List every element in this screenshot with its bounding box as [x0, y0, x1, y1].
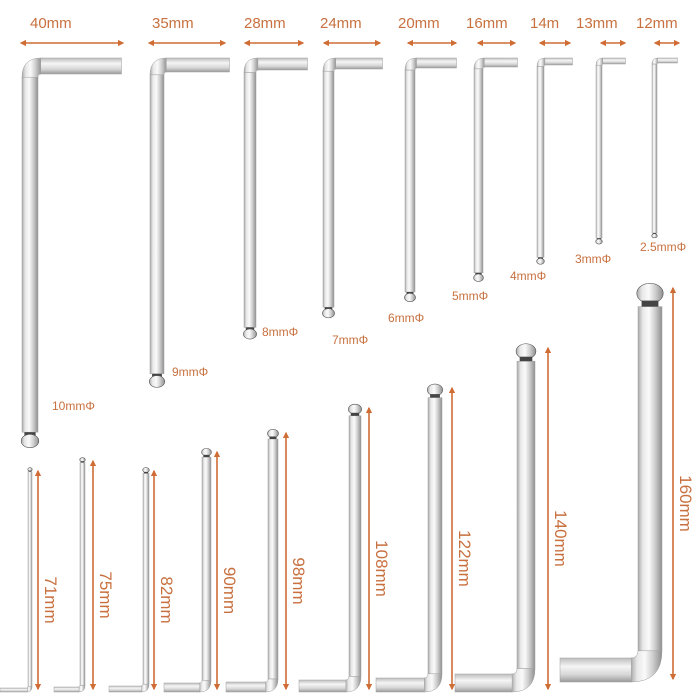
total-length-label: 90mm [220, 567, 239, 614]
short-arm-length-label: 35mm [152, 15, 194, 32]
diameter-label: 8mmΦ [262, 325, 298, 339]
diameter-label: 9mmΦ [172, 365, 208, 379]
hex-key-top-6: 14m 4mmΦ [510, 15, 573, 283]
total-length-label: 82mm [157, 576, 176, 623]
short-arm-length-label: 20mm [398, 15, 440, 32]
hex-key-top-3: 24mm 7mmΦ [320, 15, 383, 347]
hex-key-bottom-2: 82mm [108, 467, 176, 693]
hex-key-bottom-7: 140mm [454, 343, 570, 693]
hex-key-top-0: 40mm 10mmΦ [19, 15, 125, 449]
diameter-label: 5mmΦ [452, 289, 488, 303]
short-arm-length-label: 14m [530, 15, 559, 32]
hex-key-top-1: 35mm 9mmΦ [147, 15, 230, 388]
hex-key-top-5: 16mm 5mmΦ [452, 15, 518, 303]
short-arm-length-label: 28mm [244, 15, 286, 32]
short-arm-length-label: 24mm [320, 15, 362, 32]
total-length-label: 122mm [455, 530, 474, 587]
top-row-keys: 40mm 10mmΦ 35mm 9mmΦ 28mm 8mmΦ 24mm 7mmΦ 20mm 6mm… [19, 15, 686, 449]
short-arm-length-label: 16mm [466, 15, 508, 32]
diameter-label: 7mmΦ [332, 333, 368, 347]
hex-key-top-7: 13mm 3mmΦ [575, 15, 627, 266]
total-length-label: 75mm [96, 571, 115, 618]
short-arm-length-label: 12mm [636, 15, 678, 32]
hex-key-top-8: 12mm 2.5mmΦ [636, 15, 686, 254]
hex-key-top-4: 20mm 6mmΦ [388, 15, 458, 325]
hex-key-bottom-1: 75mm [53, 457, 115, 693]
diameter-label: 2.5mmΦ [640, 240, 686, 254]
hex-key-bottom-0: 71mm [0, 467, 60, 693]
hex-key-bottom-3: 90mm [163, 448, 239, 693]
diameter-label: 10mmΦ [52, 399, 95, 413]
diameter-label: 6mmΦ [388, 311, 424, 325]
diameter-label: 4mmΦ [510, 269, 546, 283]
total-length-label: 98mm [289, 557, 308, 604]
hex-key-bottom-4: 98mm [225, 428, 308, 693]
total-length-label: 108mm [372, 540, 391, 597]
diameter-label: 3mmΦ [575, 252, 611, 266]
hex-key-bottom-5: 108mm [298, 403, 391, 693]
short-arm-length-label: 40mm [30, 15, 72, 32]
hex-key-bottom-6: 122mm [375, 383, 474, 693]
bottom-row-keys: 71mm 75mm 82mm 90mm 98mm 108mm 122mm 140mm 160mm [0, 283, 695, 693]
short-arm-length-label: 13mm [576, 15, 618, 32]
total-length-label: 71mm [41, 576, 60, 623]
total-length-label: 140mm [551, 510, 570, 567]
hex-key-top-2: 28mm 8mmΦ [243, 15, 308, 340]
hex-key-bottom-8: 160mm [559, 283, 695, 683]
total-length-label: 160mm [676, 475, 695, 532]
